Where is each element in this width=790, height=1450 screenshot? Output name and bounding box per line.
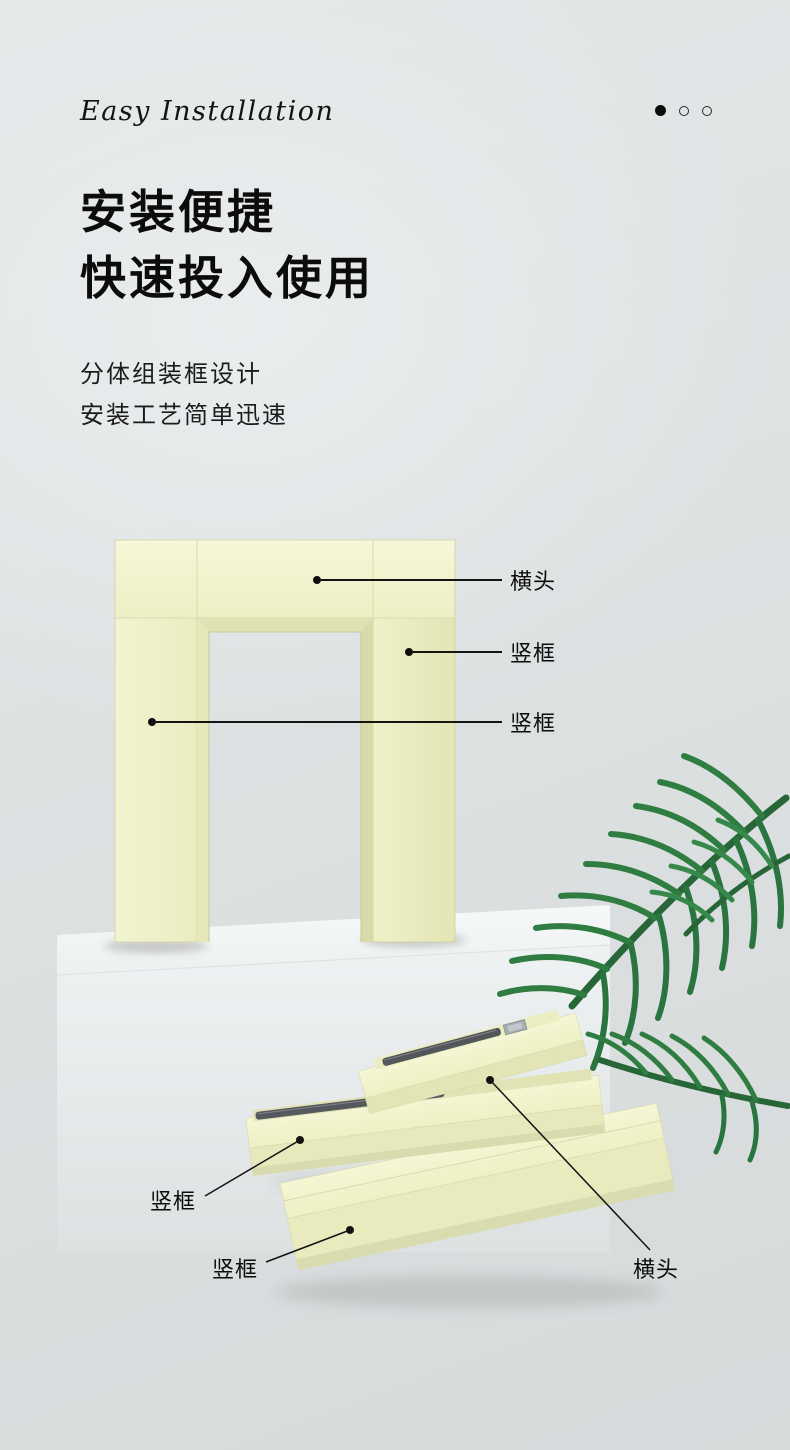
callout-dot — [313, 576, 321, 584]
page-title-line-1: 安装便捷 — [80, 186, 276, 238]
callout-dot — [148, 718, 156, 726]
part-head-profile — [357, 1009, 588, 1115]
part-label-jamb-1: 竖框 — [150, 1189, 197, 1214]
leader-dot — [486, 1076, 494, 1084]
assembled-frame — [114, 539, 456, 943]
pagination-dot-3[interactable] — [702, 105, 712, 116]
part-shadow — [275, 1276, 665, 1308]
right-reveal — [361, 618, 373, 942]
pagination-dots — [655, 105, 712, 116]
leader-line — [489, 1079, 651, 1251]
leader-line — [265, 1229, 351, 1263]
leader-dot — [346, 1226, 354, 1234]
palm-leaves — [497, 753, 790, 1163]
callout-left-jamb: 竖框 — [148, 710, 556, 736]
callout-line — [156, 721, 502, 723]
frame-foot-shadow — [104, 939, 208, 953]
left-reveal — [197, 618, 209, 942]
callout-line — [321, 579, 502, 581]
leader-line — [204, 1139, 301, 1197]
callout-line — [413, 651, 502, 653]
right-jamb — [372, 617, 456, 943]
part-label-head: 横头 — [633, 1257, 680, 1282]
callout-right-jamb: 竖框 — [405, 640, 556, 666]
parts-leader-lines — [204, 1079, 651, 1263]
callout-label: 竖框 — [510, 711, 557, 736]
subtitle-line-2: 安装工艺简单迅速 — [80, 402, 288, 429]
leader-dot — [296, 1136, 304, 1144]
page-title-line-2: 快速投入使用 — [80, 252, 374, 304]
rubber-seal — [382, 1027, 501, 1066]
head-reveal — [197, 618, 373, 632]
eyebrow-text: Easy Installation — [80, 96, 335, 127]
callout-label: 竖框 — [510, 641, 557, 666]
subtitle-line-1: 分体组装框设计 — [80, 361, 262, 388]
pagination-dot-1[interactable] — [655, 105, 666, 116]
callout-head-rail: 横头 — [313, 568, 556, 594]
left-jamb — [114, 617, 198, 943]
callout-label: 横头 — [510, 569, 557, 594]
part-label-jamb-2: 竖框 — [212, 1257, 259, 1282]
callout-dot — [405, 648, 413, 656]
pagination-dot-2[interactable] — [679, 105, 689, 116]
